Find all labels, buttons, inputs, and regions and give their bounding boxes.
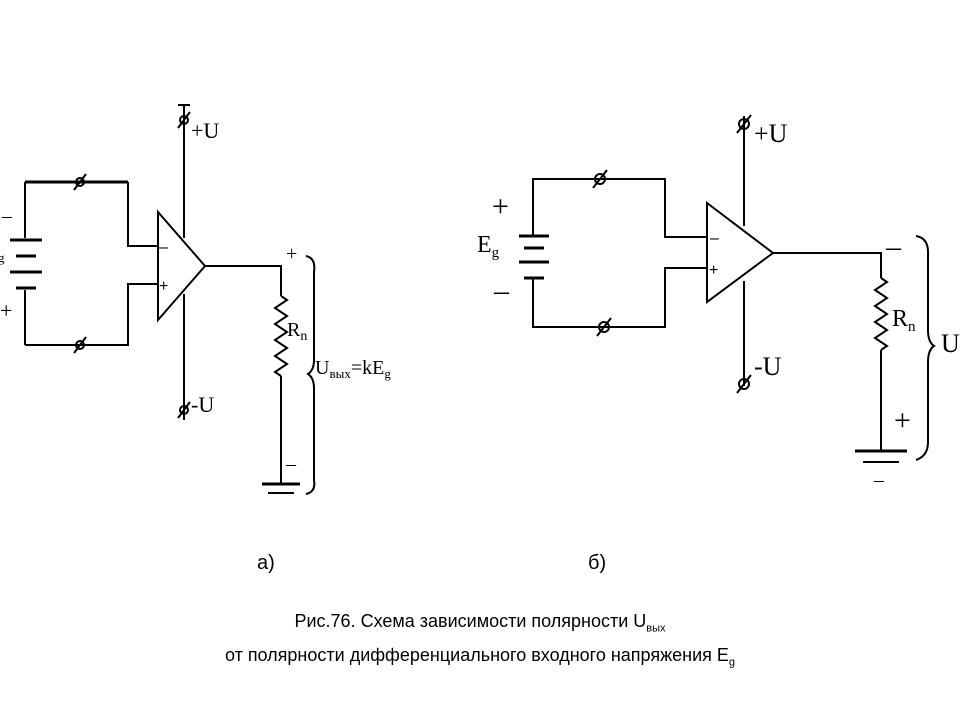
- diagram-a: – + +U -U Rn + – Uвых=kEg – + g а): [0, 104, 391, 574]
- b-load-bottom-sign: +: [894, 404, 911, 437]
- a-resistor-label: Rn: [287, 319, 307, 344]
- b-load-top-sign: –: [885, 230, 902, 263]
- a-load-top-sign: +: [286, 243, 297, 265]
- b-resistor-zigzag: [873, 277, 889, 351]
- b-ground-mark: –: [873, 469, 885, 491]
- b-source-top-sign: +: [492, 190, 509, 223]
- a-output-label: Uвых=kEg: [315, 357, 391, 381]
- a-output-brace: [305, 255, 316, 495]
- caption-line-1: Рис.76. Схема зависимости полярности Uвы…: [294, 611, 666, 635]
- a-opamp-triangle: [157, 209, 207, 323]
- a-opamp-noninverting-sign: +: [159, 278, 168, 295]
- b-output-brace: [915, 235, 936, 461]
- b-opamp-triangle: [706, 200, 775, 304]
- b-top-input-wire: [532, 178, 707, 238]
- a-supply-pos-terminal: [177, 111, 191, 129]
- b-diagram-label: б): [588, 552, 606, 574]
- a-output-wire: [205, 265, 282, 296]
- a-supply-pos-label: +U: [191, 118, 219, 143]
- a-diagram-label: а): [257, 552, 275, 574]
- b-source-label: Eg: [477, 232, 500, 261]
- a-supply-neg-label: -U: [191, 392, 214, 417]
- b-supply-neg-terminal: [736, 374, 752, 394]
- a-bottom-terminal: [73, 336, 87, 354]
- a-load-bottom-sign: –: [285, 453, 297, 475]
- a-top-terminal: [73, 173, 87, 191]
- b-supply-pos-terminal: [736, 114, 752, 134]
- a-source-bottom-sign: +: [0, 298, 12, 323]
- a-source-partial-label: g: [0, 250, 5, 265]
- caption-line-2: от полярности дифференциального входного…: [224, 645, 736, 669]
- b-opamp-inverting-sign: –: [710, 230, 719, 247]
- b-source-bottom-sign: –: [493, 274, 510, 307]
- b-top-terminal: [592, 169, 608, 189]
- a-bottom-input-wire: [25, 283, 158, 346]
- b-output-wire: [773, 252, 882, 278]
- a-source-top-sign: –: [1, 205, 13, 227]
- b-opamp-noninverting-sign: +: [709, 262, 718, 279]
- a-top-input-wire-down: [127, 182, 158, 247]
- b-resistor-label: Rn: [892, 306, 916, 335]
- b-bottom-terminal: [596, 317, 612, 337]
- diagram-b: + – Eg – + +U -U: [477, 114, 960, 574]
- b-output-partial-label: U: [941, 329, 960, 358]
- b-bottom-input-wire: [532, 267, 707, 328]
- b-supply-pos-label: +U: [754, 119, 788, 148]
- a-resistor-zigzag: [273, 295, 289, 377]
- a-supply-neg-terminal: [177, 401, 191, 419]
- a-opamp-inverting-sign: –: [159, 239, 168, 256]
- b-supply-neg-label: -U: [754, 352, 782, 381]
